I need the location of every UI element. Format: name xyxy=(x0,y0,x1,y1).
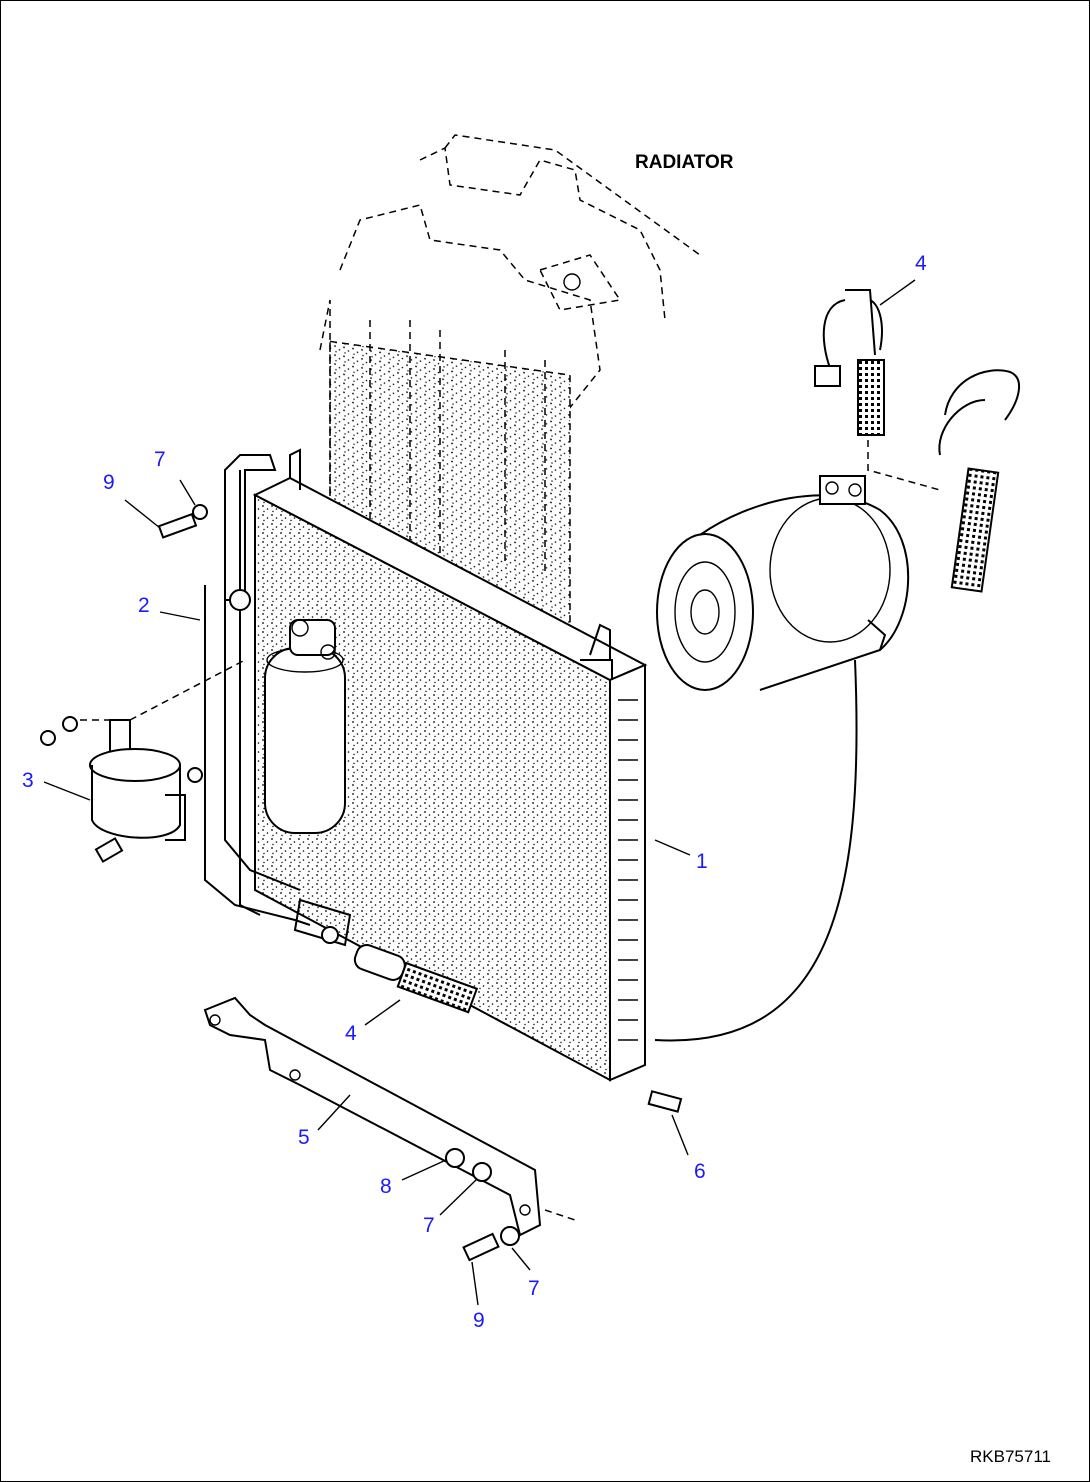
callout-3: 3 xyxy=(22,769,34,792)
callout-4-upper: 4 xyxy=(915,252,927,275)
hose-lower xyxy=(353,943,479,1014)
receiver-dryer xyxy=(264,619,346,834)
hose-loop xyxy=(654,659,858,1042)
condenser xyxy=(252,448,648,1082)
radiator-label: RADIATOR xyxy=(635,152,734,173)
clamp xyxy=(40,659,246,863)
callout-4-lower: 4 xyxy=(345,1022,357,1045)
callout-6: 6 xyxy=(694,1160,706,1183)
hose-upper xyxy=(814,289,941,491)
callout-7-top: 7 xyxy=(154,448,166,471)
callout-5: 5 xyxy=(298,1126,310,1149)
drawing-reference: RKB75711 xyxy=(970,1447,1051,1466)
bottom-bracket xyxy=(203,996,576,1237)
callout-2: 2 xyxy=(138,594,150,617)
compressor xyxy=(656,475,910,691)
callout-9-top: 9 xyxy=(103,471,115,494)
fasteners xyxy=(157,504,683,1262)
hose-right xyxy=(938,369,1020,593)
leader-lines xyxy=(43,279,916,1306)
callout-8: 8 xyxy=(380,1175,392,1198)
condenser-fins xyxy=(618,699,638,1041)
callout-1: 1 xyxy=(696,850,708,873)
pipe-bracket xyxy=(204,454,352,947)
callout-7-low: 7 xyxy=(528,1277,540,1300)
callout-9-low: 9 xyxy=(473,1309,485,1332)
callout-7-mid: 7 xyxy=(423,1214,435,1237)
